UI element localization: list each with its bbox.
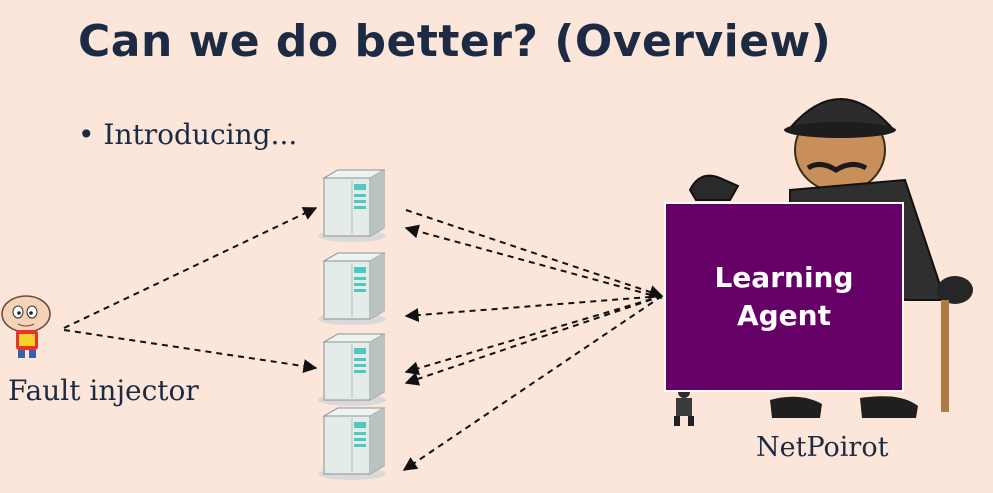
fault-injector-label: Fault injector	[8, 374, 199, 407]
server-icon	[317, 169, 387, 243]
agent-arrows	[402, 209, 664, 471]
server-icon	[317, 333, 387, 407]
fault-arrows	[63, 207, 318, 374]
netpoirot-label: NetPoirot	[756, 432, 889, 463]
server-icon	[317, 407, 387, 481]
learning-agent-box: Learning Agent	[664, 202, 904, 392]
learning-agent-label: Learning Agent	[714, 261, 854, 332]
fault-injector-character-icon	[1, 295, 51, 358]
server-icon	[317, 252, 387, 326]
slide-title: Can we do better? (Overview)	[78, 16, 832, 67]
bullet-introducing: • Introducing...	[78, 118, 298, 151]
